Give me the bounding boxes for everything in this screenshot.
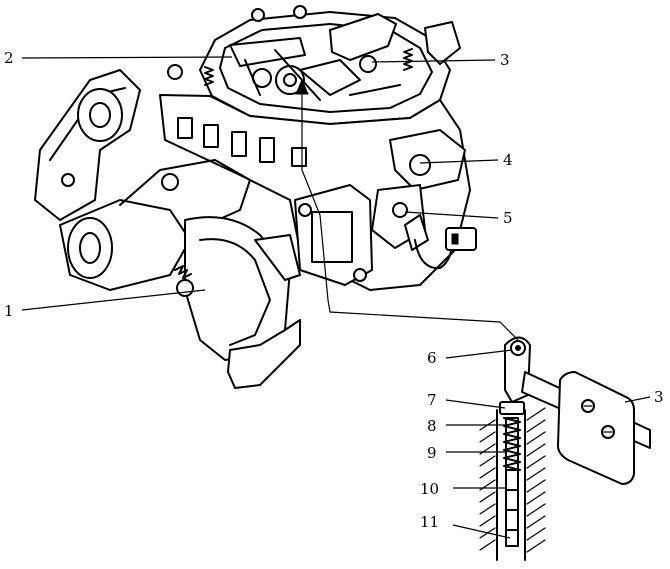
rod: [505, 417, 519, 547]
label-1: 1: [4, 302, 14, 320]
spring: [503, 417, 521, 471]
label-3-inset: 3: [654, 388, 664, 406]
top-cover: [199, 11, 451, 125]
label-6: 6: [427, 349, 437, 367]
throttle-plate: [557, 371, 635, 485]
throttle-body-assembly: [34, 69, 251, 291]
carburetor-assembly: [159, 5, 477, 291]
callout-labels: 1 2 3 4 5 6 3 7 8 9 10 11: [4, 49, 664, 531]
label-10: 10: [420, 480, 439, 498]
label-4: 4: [503, 151, 513, 169]
detail-callout-path: [295, 78, 519, 341]
label-8: 8: [427, 417, 437, 435]
detail-inset: [479, 336, 651, 561]
label-3-top: 3: [500, 51, 510, 69]
label-11: 11: [420, 513, 439, 531]
label-7: 7: [427, 391, 437, 409]
leader-lines: [21, 56, 651, 539]
label-9: 9: [427, 444, 437, 462]
throttle-lever: [174, 216, 301, 389]
label-5: 5: [503, 209, 513, 227]
label-2: 2: [4, 49, 14, 67]
